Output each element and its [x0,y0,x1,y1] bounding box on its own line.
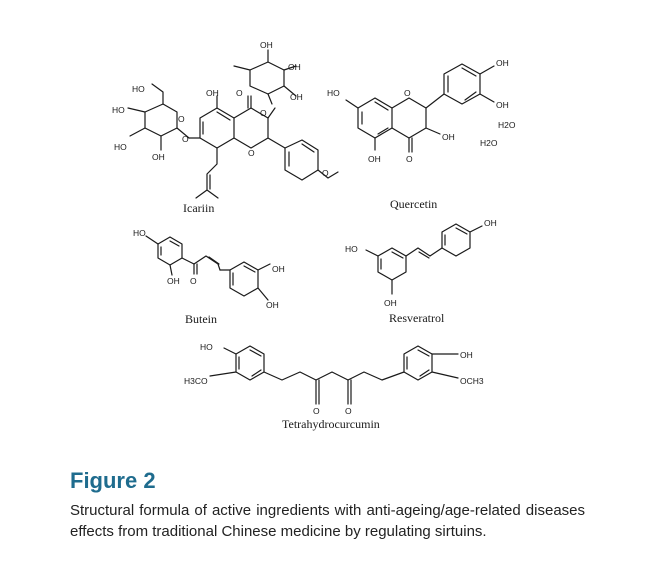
thc-atom-label: O [345,406,352,416]
thc-atom-label: H3CO [184,376,208,386]
quercetin-atom-label: OH [496,58,509,68]
icariin-atom-label: HO [114,142,127,152]
icariin-atom-label: O [178,114,185,124]
resveratrol-atom-label: HO [345,244,358,254]
icariin-atom-label: O [236,88,243,98]
quercetin-structure: HO O OH OH OH OH O H2O H2O Quercetin [327,58,516,211]
resveratrol-structure: HO OH OH Resveratrol [345,218,497,325]
icariin-atom-label: O [260,108,267,118]
thc-atom-label: OCH3 [460,376,484,386]
butein-name: Butein [185,312,217,326]
icariin-atom-label: O [248,148,255,158]
butein-atom-label: OH [272,264,285,274]
figure-label: Figure 2 [70,468,156,493]
thc-atom-label: O [313,406,320,416]
quercetin-atom-label: OH [442,132,455,142]
quercetin-atom-label: O [406,154,413,164]
butein-atom-label: OH [266,300,279,310]
quercetin-atom-label: OH [496,100,509,110]
icariin-atom-label: OH [290,92,303,102]
icariin-name: Icariin [183,201,214,215]
figure-caption: Structural formula of active ingredients… [70,502,585,540]
butein-structure: HO OH O OH OH Butein [133,228,285,326]
tetrahydrocurcumin-structure: HO H3CO OH OCH3 O O Tetrahydrocurcumin [184,342,484,431]
icariin-atom-label: OH [206,88,219,98]
quercetin-water: H2O [498,120,516,130]
quercetin-atom-label: O [404,88,411,98]
butein-atom-label: O [190,276,197,286]
icariin-atom-label: OH [152,152,165,162]
thc-atom-label: OH [460,350,473,360]
icariin-atom-label: OH [260,40,273,50]
quercetin-atom-label: OH [368,154,381,164]
thc-atom-label: HO [200,342,213,352]
icariin-atom-label: HO [112,105,125,115]
butein-atom-label: HO [133,228,146,238]
tetrahydrocurcumin-name: Tetrahydrocurcumin [282,417,380,431]
icariin-atom-label: O [322,168,329,178]
icariin-atom-label: HO [132,84,145,94]
figure-2-structures: OH OH OH HO HO HO OH O O OH O O O O Icar… [112,40,516,431]
resveratrol-atom-label: OH [484,218,497,228]
butein-atom-label: OH [167,276,180,286]
icariin-atom-label: O [182,134,189,144]
quercetin-atom-label: HO [327,88,340,98]
icariin-structure: OH OH OH HO HO HO OH O O OH O O O O Icar… [112,40,339,215]
quercetin-water: H2O [480,138,498,148]
resveratrol-name: Resveratrol [389,311,445,325]
resveratrol-atom-label: OH [384,298,397,308]
icariin-atom-label: OH [288,62,301,72]
quercetin-name: Quercetin [390,197,437,211]
